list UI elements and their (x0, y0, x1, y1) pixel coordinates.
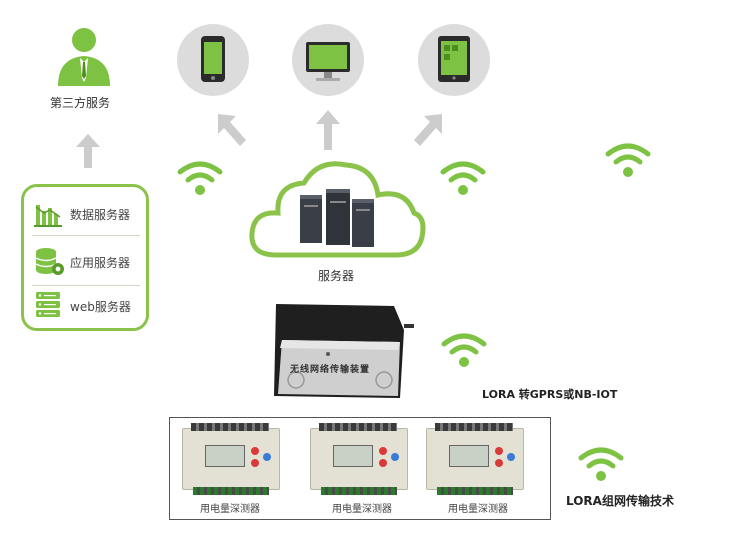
meter-label: 用电量深测器 (332, 504, 392, 515)
wifi-icon (605, 143, 651, 177)
third-party-label: 第三方服务 (50, 96, 111, 110)
server-group-panel: 数据服务器 应用服务器 web服务器 (21, 184, 149, 331)
network-caption: LORA组网传输技术 (566, 494, 674, 508)
gateway-device: 无线网络传输装置 (268, 300, 418, 404)
arrow-up-left-icon (218, 114, 246, 146)
bar-chart-icon (34, 205, 62, 227)
wifi-icon (578, 447, 624, 481)
terminal-block (321, 487, 397, 495)
arrow-up-icon (76, 134, 100, 168)
indicator-light (263, 453, 271, 461)
tablet-device (418, 24, 490, 96)
terminal-block (437, 487, 513, 495)
cloud-icon (249, 161, 426, 258)
arrow-up-right-icon (414, 114, 442, 146)
indicator-light (495, 459, 503, 467)
server-item-label: 应用服务器 (70, 256, 131, 270)
gateway-device-text: 无线网络传输装置 (290, 365, 371, 375)
terminal-block (191, 423, 269, 431)
server-towers (300, 189, 374, 247)
gateway-caption: LORA 转GPRS或NB-IOT (482, 388, 618, 401)
indicator-light (379, 459, 387, 467)
meter-device (182, 423, 280, 495)
person-icon (58, 28, 110, 86)
meters-frame: 用电量深测器 用电量深测器 用电量深测器 (169, 417, 551, 520)
cloud-label: 服务器 (318, 269, 355, 283)
meter-device (310, 423, 408, 495)
third-party-service: 第三方服务 (48, 24, 120, 114)
desktop-device (292, 24, 364, 96)
server-item-label: 数据服务器 (70, 208, 131, 222)
wifi-icon (177, 161, 223, 195)
terminal-block (435, 423, 513, 431)
smartphone-device (177, 24, 249, 96)
divider (32, 285, 140, 286)
smartphone-icon (201, 36, 225, 82)
meter-label: 用电量深测器 (448, 504, 508, 515)
tablet-icon (438, 36, 470, 82)
cloud-server: 服务器 (246, 155, 428, 285)
server-rack-icon (36, 292, 60, 317)
server-item-data: 数据服务器 (32, 199, 142, 229)
meter-device (426, 423, 524, 495)
database-gear-icon (35, 248, 64, 275)
indicator-light (495, 447, 503, 455)
gateway-box-icon (274, 304, 414, 398)
monitor-icon (306, 42, 350, 81)
arrow-up-icon (316, 110, 340, 150)
indicator-light (251, 459, 259, 467)
server-item-label: web服务器 (70, 300, 131, 314)
divider (32, 235, 140, 236)
terminal-block (319, 423, 397, 431)
server-item-app: 应用服务器 (32, 247, 142, 277)
wifi-icon (441, 333, 487, 367)
terminal-block (193, 487, 269, 495)
lcd-screen (449, 445, 489, 467)
wifi-icon (440, 161, 486, 195)
indicator-light (507, 453, 515, 461)
lcd-screen (333, 445, 373, 467)
meter-label: 用电量深测器 (200, 504, 260, 515)
indicator-light (391, 453, 399, 461)
server-item-web: web服务器 (32, 291, 142, 321)
indicator-light (251, 447, 259, 455)
indicator-light (379, 447, 387, 455)
lcd-screen (205, 445, 245, 467)
